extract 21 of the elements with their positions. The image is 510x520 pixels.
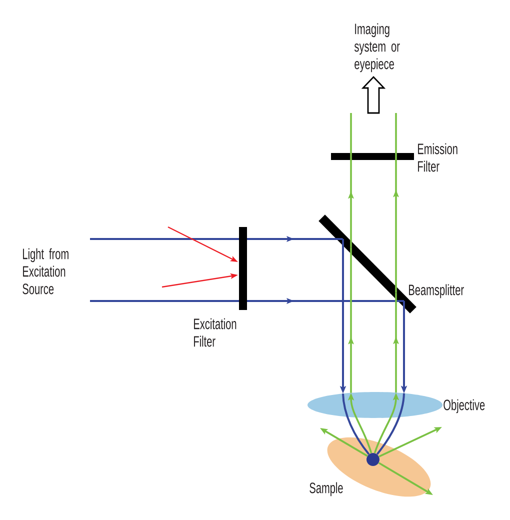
light-ray	[90, 300, 239, 302]
sample-dot	[366, 453, 380, 466]
part-label: Objective	[444, 399, 485, 414]
text-label: Imaging system or eyepiece	[354, 23, 400, 72]
part-label: Beamsplitter	[409, 284, 464, 298]
light-ray	[350, 113, 352, 156]
light-ray	[247, 298, 404, 304]
light-ray	[342, 394, 370, 455]
light-ray	[395, 113, 397, 156]
text-label: Light from Excitation Source	[22, 248, 68, 294]
light-ray	[393, 156, 399, 293]
light-ray	[90, 238, 239, 240]
part-label: Emission Filter	[418, 143, 458, 172]
part-label: Sample	[310, 482, 343, 496]
light-ray	[393, 292, 399, 393]
light-ray	[348, 156, 354, 248]
light-ray	[348, 247, 354, 393]
block-arrow	[361, 76, 386, 114]
light-ray	[376, 393, 405, 455]
part-label: Excitation Filter	[194, 318, 236, 347]
light-ray	[247, 236, 343, 242]
